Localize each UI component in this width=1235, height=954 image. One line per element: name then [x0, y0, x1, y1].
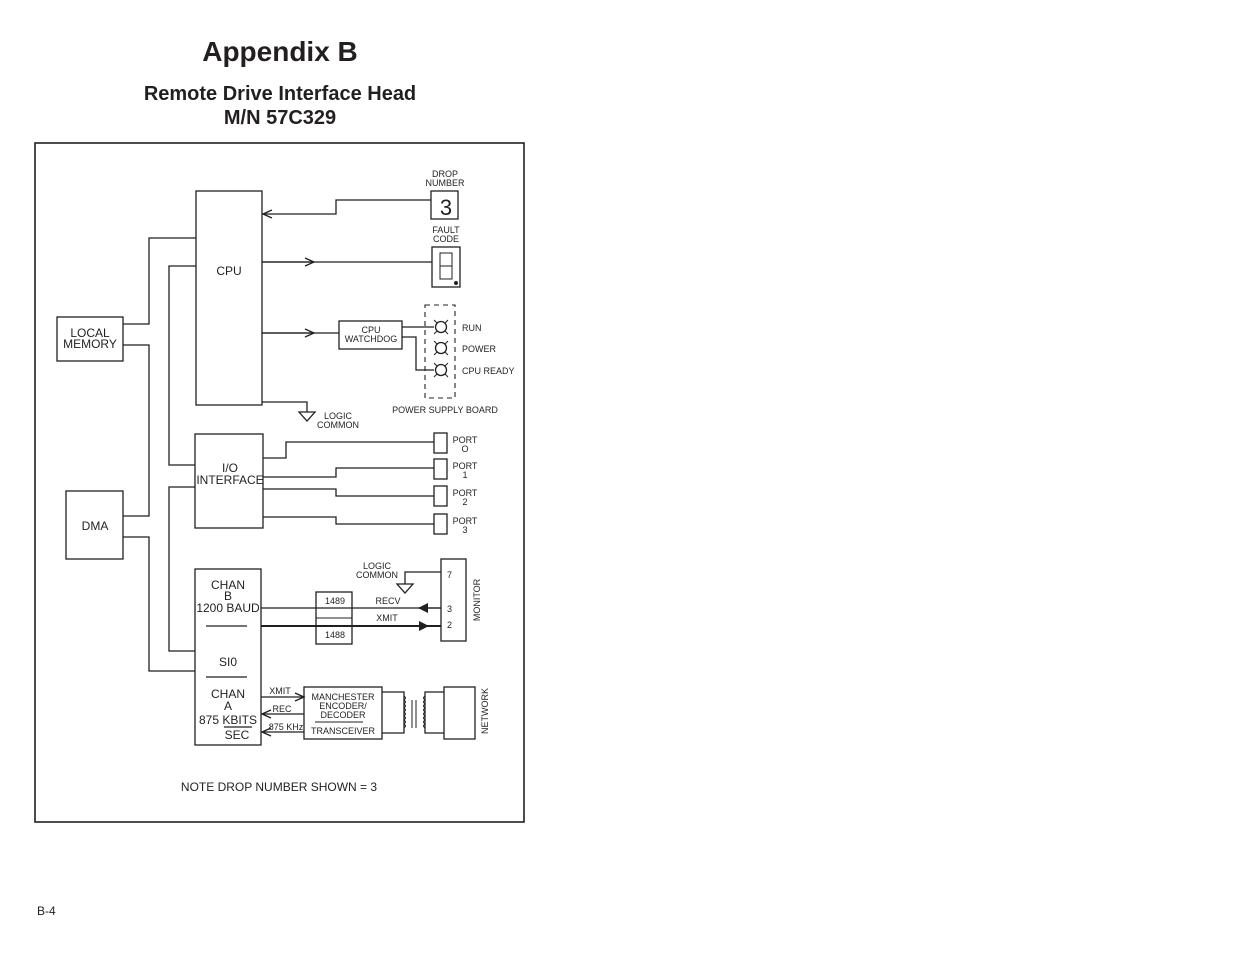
xmit-label: XMIT	[376, 613, 398, 623]
power-supply-board-outline	[424, 304, 456, 399]
transformer-coil-icon	[403, 695, 406, 729]
bus-line	[168, 265, 196, 466]
io-interface-block	[194, 433, 264, 529]
page-number: B-4	[37, 904, 56, 918]
watchdog-label: CPU	[361, 325, 380, 335]
chan-b-label: CHAN	[211, 578, 245, 592]
led-icon	[433, 340, 449, 356]
drop-number-label: DROP	[432, 169, 458, 179]
local-memory-block	[56, 316, 124, 362]
monitor-connector	[440, 558, 467, 642]
drop-number-value: 3	[440, 195, 452, 220]
bus-line	[123, 237, 196, 325]
appendix-heading: Appendix B	[202, 36, 358, 67]
chan-a-xmit-label: XMIT	[269, 686, 291, 696]
io-label: INTERFACE	[196, 473, 263, 487]
port-3-line	[263, 516, 434, 525]
chan-b-baud-label: 1200 BAUD	[196, 601, 260, 615]
watchdog-label: WATCHDOG	[345, 334, 398, 344]
chan-a-clock-label: 875 KHz	[269, 722, 304, 732]
led-run-label: RUN	[462, 323, 482, 333]
bus-line	[168, 486, 195, 652]
logic-common-line	[262, 401, 308, 412]
dma-block	[65, 490, 124, 560]
ground-icon	[395, 583, 415, 594]
logic-common-label: COMMON	[317, 420, 359, 430]
led-power-label: POWER	[462, 344, 497, 354]
port-2-number: 2	[462, 497, 467, 507]
port-3-number: 3	[462, 525, 467, 535]
port-0-line	[263, 441, 434, 459]
io-label: I/O	[222, 461, 238, 475]
monitor-pin-2: 2	[447, 620, 452, 630]
sio-label: SI0	[219, 655, 237, 669]
chan-b-label: B	[224, 589, 232, 603]
network-label: NETWORK	[480, 688, 490, 734]
port-3-label: PORT	[453, 516, 478, 526]
fault-code-label: FAULT	[432, 225, 460, 235]
chan-a-rec-label: REC	[272, 704, 292, 714]
ground-icon	[297, 411, 317, 422]
monitor-logic-common-label: LOGIC	[363, 561, 392, 571]
fault-code-display	[431, 246, 461, 288]
monitor-logic-common-label: COMMON	[356, 570, 398, 580]
port-2-connector	[433, 485, 448, 507]
port-0-label: PORT	[453, 435, 478, 445]
port-2-label: PORT	[453, 488, 478, 498]
power-supply-board-label: POWER SUPPLY BOARD	[392, 405, 498, 415]
cpu-label: CPU	[216, 264, 241, 278]
bus-line	[123, 536, 195, 672]
drop-number-label: NUMBER	[425, 178, 465, 188]
monitor-pin-7: 7	[447, 570, 452, 580]
decimal-point-icon	[454, 281, 458, 285]
logic-common-label: LOGIC	[324, 411, 353, 421]
network-connector	[443, 686, 476, 740]
chip-1488-label: 1488	[325, 630, 345, 640]
subtitle-line-1: Remote Drive Interface Head	[143, 83, 417, 105]
chan-a-rate-label: SEC	[225, 728, 250, 742]
monitor-logic-common-line	[404, 571, 441, 584]
transformer-secondary-line	[424, 691, 444, 734]
fault-code-label: CODE	[433, 234, 459, 244]
port-3-connector	[433, 513, 448, 535]
port-0-connector	[433, 432, 448, 454]
manchester-label: ENCODER/	[319, 701, 367, 711]
model-number: M/N 57C329	[223, 107, 337, 129]
led-icon	[433, 362, 449, 378]
local-memory-label: MEMORY	[63, 337, 117, 351]
transformer-primary-line	[382, 691, 405, 734]
port-0-number: O	[461, 444, 468, 454]
diagram-subtitle: Remote Drive Interface Head M/N 57C329	[0, 82, 560, 130]
chan-a-rate-label: 875 KBITS	[199, 713, 257, 727]
drop-number-line	[261, 199, 431, 219]
led-cpu-ready-label: CPU READY	[462, 366, 515, 376]
chan-a-label: A	[224, 699, 232, 713]
manchester-label: DECODER	[320, 710, 366, 720]
diagram-frame	[34, 142, 525, 823]
transceiver-label: TRANSCEIVER	[311, 726, 376, 736]
cpu-ready-led-line	[402, 336, 434, 371]
monitor-pin-3: 3	[447, 604, 452, 614]
local-memory-label: LOCAL	[70, 326, 110, 340]
manchester-block	[303, 686, 383, 740]
monitor-label: MONITOR	[472, 578, 482, 621]
cpu-block	[195, 190, 263, 406]
sio-block	[194, 568, 262, 746]
port-1-line	[263, 467, 434, 478]
port-1-connector	[433, 458, 448, 480]
chip-1489-label: 1489	[325, 596, 345, 606]
drop-number-display	[430, 190, 459, 220]
cpu-watchdog-block	[338, 320, 403, 350]
drop-number-note: NOTE DROP NUMBER SHOWN = 3	[181, 780, 377, 794]
port-2-line	[263, 488, 434, 497]
chan-a-label: CHAN	[211, 687, 245, 701]
led-icon	[433, 319, 449, 335]
port-1-label: PORT	[453, 461, 478, 471]
port-1-number: 1	[462, 470, 467, 480]
bus-line	[123, 344, 150, 517]
recv-label: RECV	[375, 596, 400, 606]
dma-label: DMA	[82, 519, 109, 533]
manchester-label: MANCHESTER	[311, 692, 375, 702]
